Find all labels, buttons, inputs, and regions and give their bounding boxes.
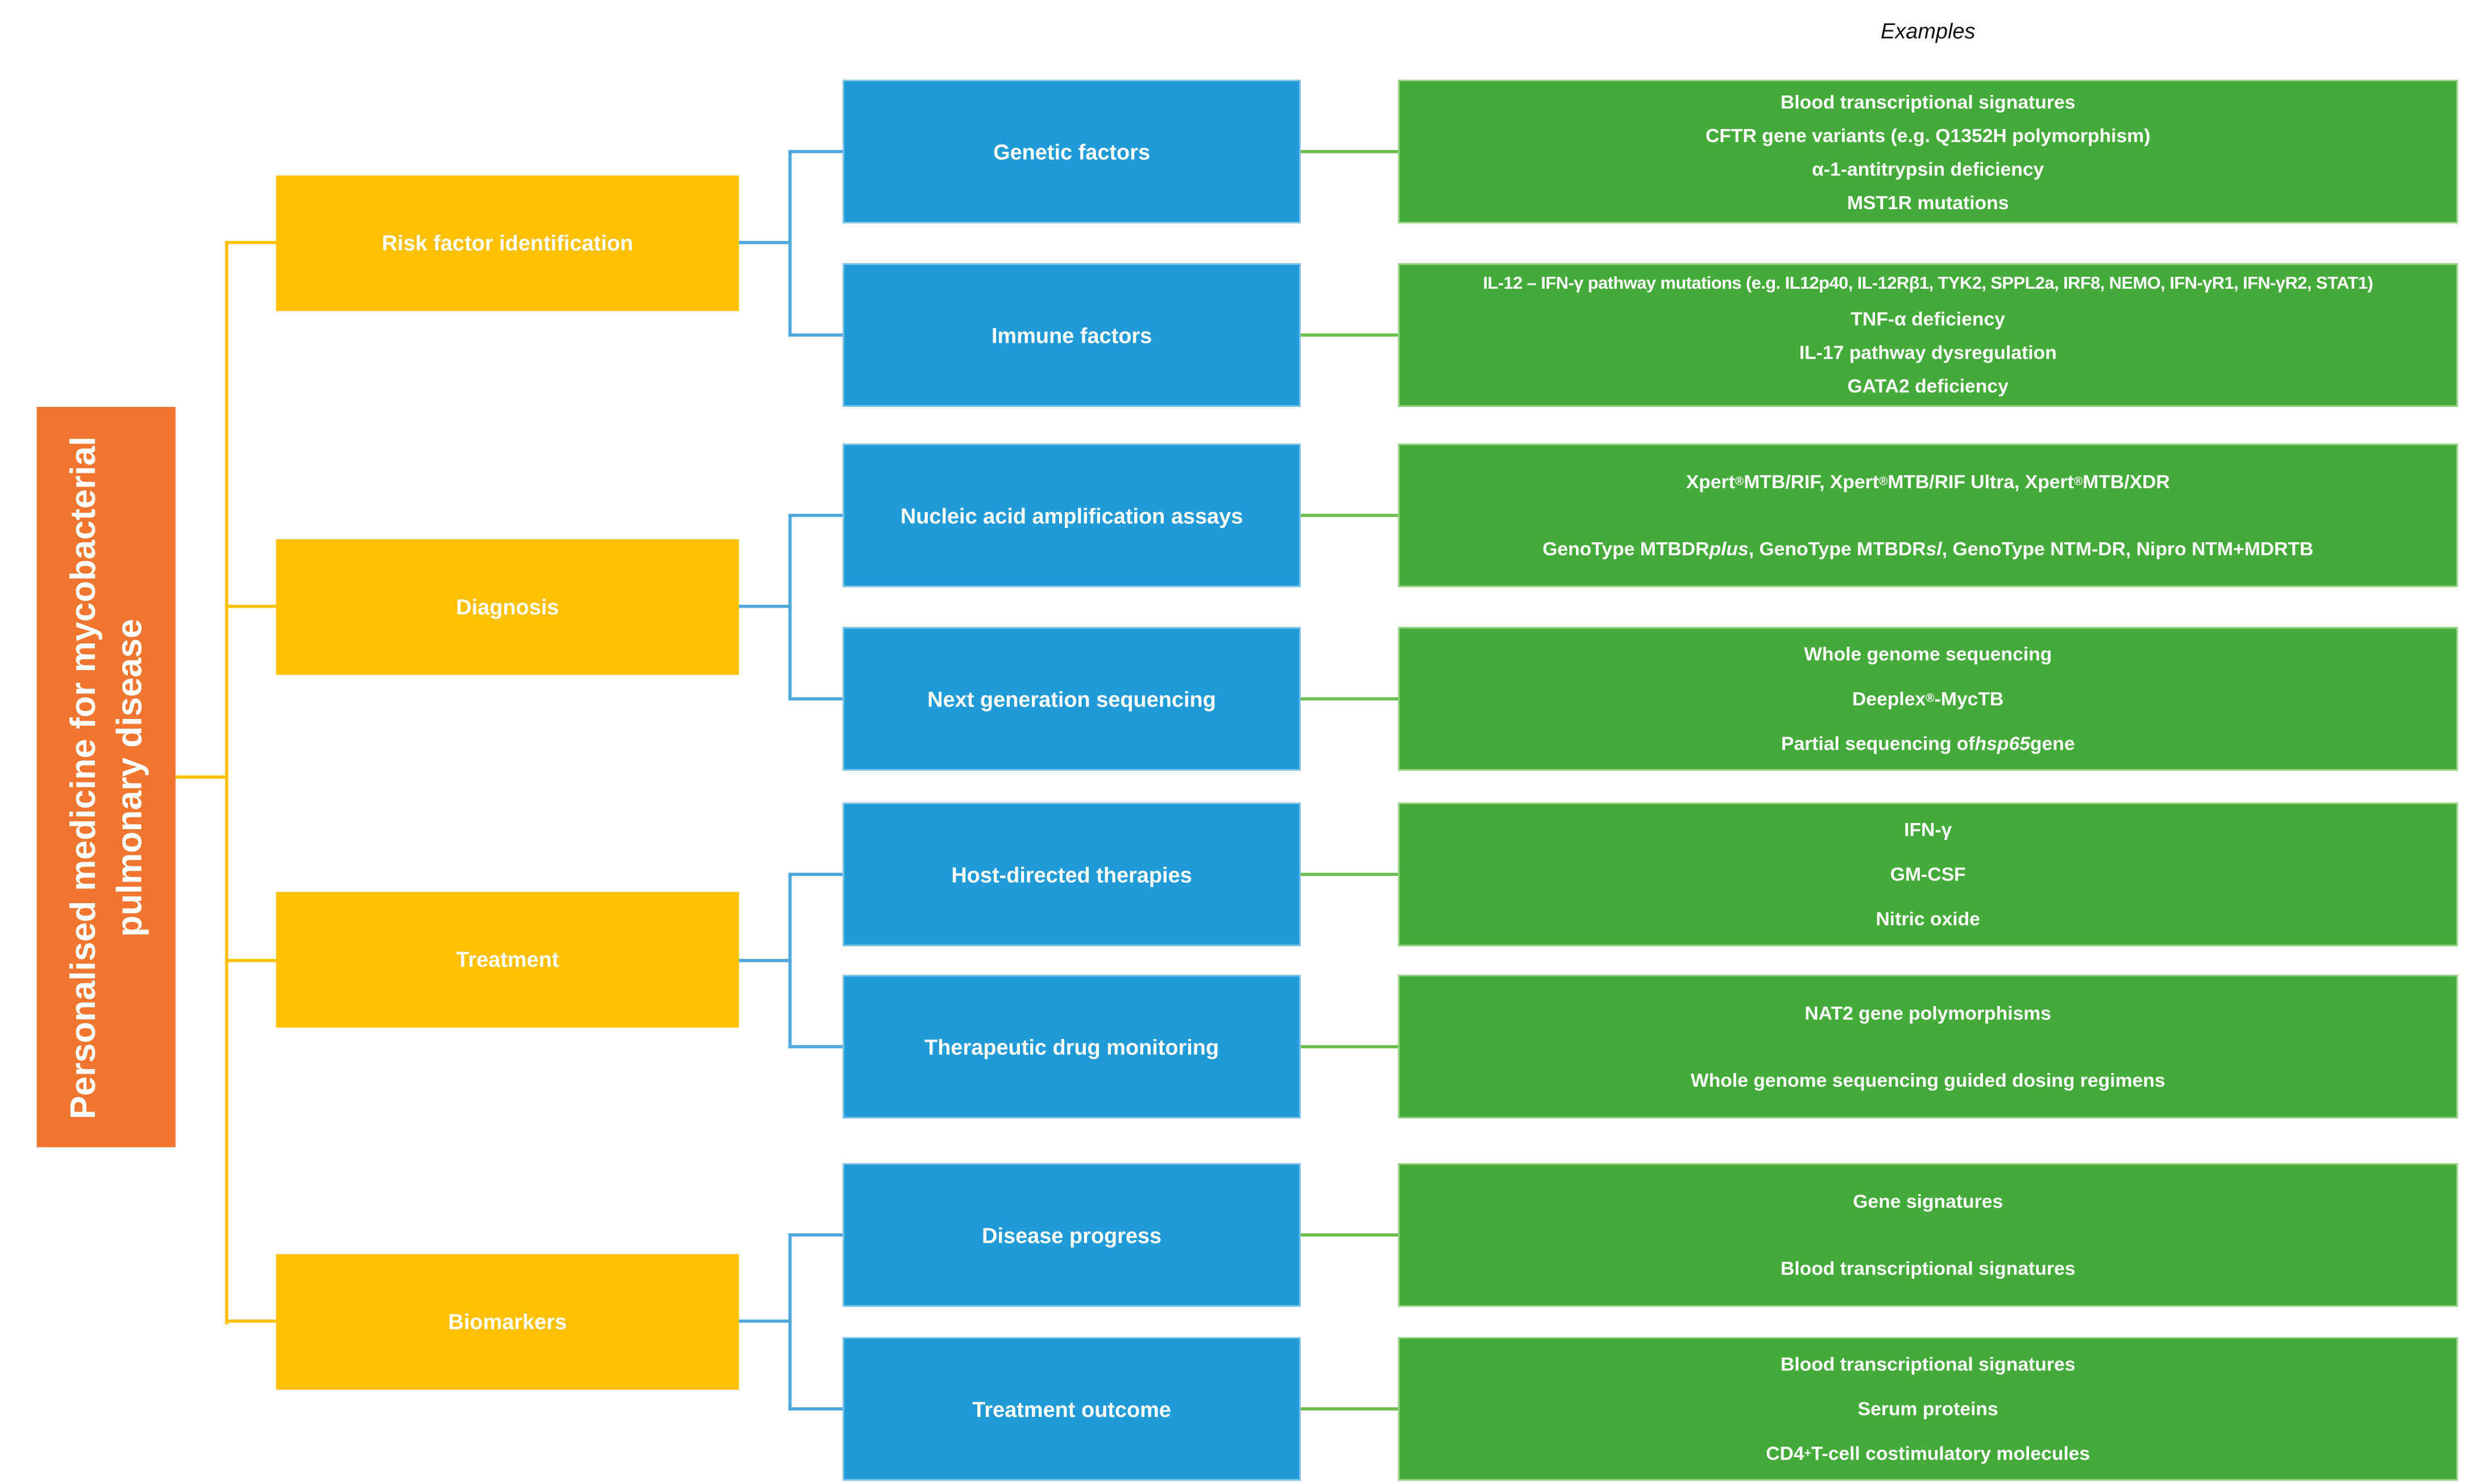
subcategory-label: Immune factors [991,323,1152,347]
examples-header: Examples [1881,19,1976,43]
category-node-treatment: Treatment [276,892,739,1028]
connector-subcategory-stub [739,240,792,244]
root-node-label: Personalised medicine for mycobacterial … [62,435,148,1119]
connector-example-line [1300,1407,1399,1411]
subcategory-node-immune-factors: Immune factors [843,263,1301,407]
category-node-diagnosis: Diagnosis [276,539,739,675]
category-label: Diagnosis [456,595,559,620]
subcategory-label: Nucleic acid amplification assays [900,503,1243,527]
connector-subcategory-stub [739,1319,792,1323]
subcategory-node-host-directed-therapies: Host-directed therapies [843,803,1301,946]
category-label: Biomarkers [448,1310,567,1334]
connector-subcategory-bracket [788,872,792,1049]
connector-subcategory-bracket [788,149,792,337]
category-node-risk-factor-identification: Risk factor identification [276,175,739,311]
subcategory-label: Genetic factors [993,139,1151,164]
connector-subcategory-bracket [788,1233,792,1411]
root-node [36,406,176,1148]
connector-subcategory-branch [788,697,843,701]
subcategory-label: Treatment outcome [972,1396,1171,1421]
subcategory-node-disease-progress: Disease progress [843,1163,1301,1307]
connector-subcategory-branch [788,333,843,337]
connector-example-line [1300,1233,1399,1237]
connector-category-branch [225,240,276,244]
category-node-biomarkers: Biomarkers [276,1254,739,1390]
subcategory-node-therapeutic-drug-monitoring: Therapeutic drug monitoring [843,975,1301,1119]
connector-subcategory-stub [739,604,792,608]
connector-example-line [1300,513,1399,517]
connector-example-line [1300,872,1399,876]
connector-example-line [1300,149,1399,153]
connector-subcategory-branch [788,1407,843,1411]
connector-subcategory-branch [788,149,843,153]
connector-example-line [1300,1045,1399,1049]
connector-example-line [1300,333,1399,337]
connector-root-stub [175,775,229,779]
connector-example-line [1300,697,1399,701]
example-node-immune-factors: IL-12 – IFN-γ pathway mutations (e.g. IL… [1398,263,2458,407]
subcategory-label: Disease progress [982,1223,1162,1247]
subcategory-label: Next generation sequencing [927,687,1216,711]
connector-subcategory-branch [788,1233,843,1237]
category-label: Treatment [456,947,559,972]
subcategory-label: Therapeutic drug monitoring [924,1034,1219,1059]
subcategory-node-next-generation-sequencing: Next generation sequencing [843,627,1301,771]
connector-subcategory-stub [739,959,792,962]
connector-category-trunk [225,240,229,1325]
connector-category-branch [225,959,276,962]
connector-subcategory-branch [788,1045,843,1049]
subcategory-node-nucleic-acid-amplification-assays: Nucleic acid amplification assays [843,443,1301,588]
connector-subcategory-bracket [788,513,792,701]
connector-category-branch [225,604,276,608]
connector-subcategory-branch [788,872,843,876]
category-label: Risk factor identification [381,231,633,256]
subcategory-node-genetic-factors: Genetic factors [843,80,1301,224]
connector-category-branch [225,1319,276,1323]
subcategory-label: Host-directed therapies [951,862,1192,887]
example-node-nucleic-acid-amplification-assays: Xpert® MTB/RIF, Xpert® MTB/RIF Ultra, Xp… [1398,443,2458,588]
connector-subcategory-branch [788,513,843,517]
subcategory-node-treatment-outcome: Treatment outcome [843,1337,1301,1481]
